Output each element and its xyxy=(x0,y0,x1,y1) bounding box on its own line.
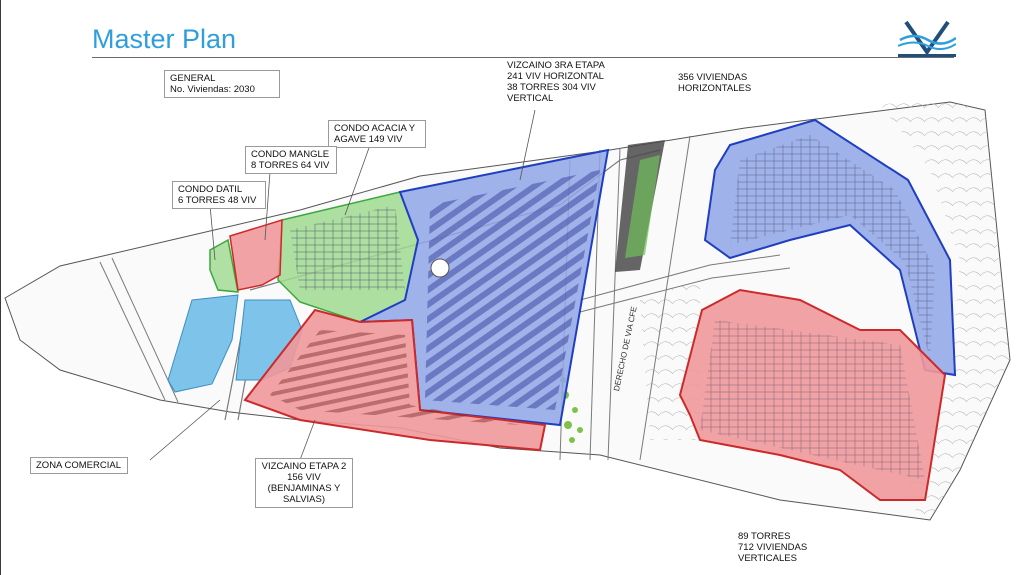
terrain-contours xyxy=(880,102,1010,520)
leader-lines xyxy=(149,109,536,461)
label-general: GENERAL No. Viviendas: 2030 xyxy=(164,70,280,98)
label-condo-datil: CONDO DATIL 6 TORRES 48 VIV xyxy=(172,181,266,209)
label-viviendas-horizontales: 356 VIVIENDAS HORIZONTALES xyxy=(673,70,761,96)
zone-condo-datil xyxy=(209,238,239,293)
left-edge-line xyxy=(0,0,1,575)
lake-west xyxy=(167,294,239,393)
label-condo-mangle: CONDO MANGLE 8 TORRES 64 VIV xyxy=(245,146,337,174)
label-vizcaino-3ra: VIZCAINO 3RA ETAPA 241 VIV HORIZONTAL 38… xyxy=(502,58,620,106)
zone-condo-mangle xyxy=(229,218,283,291)
label-vizcaino-etapa2: VIZCAINO ETAPA 2 156 VIV (BENJAMINAS Y S… xyxy=(255,458,353,508)
title-divider xyxy=(92,57,954,58)
roundabout xyxy=(430,258,450,278)
label-torres-verticales: 89 TORRES 712 VIVIENDAS VERTICALES xyxy=(738,531,808,564)
label-condo-acacia: CONDO ACACIA Y AGAVE 149 VIV xyxy=(328,120,426,148)
page-title: Master Plan xyxy=(92,24,237,54)
v-wave-logo-icon xyxy=(898,20,956,57)
label-zona-comercial: ZONA COMERCIAL xyxy=(30,457,128,474)
